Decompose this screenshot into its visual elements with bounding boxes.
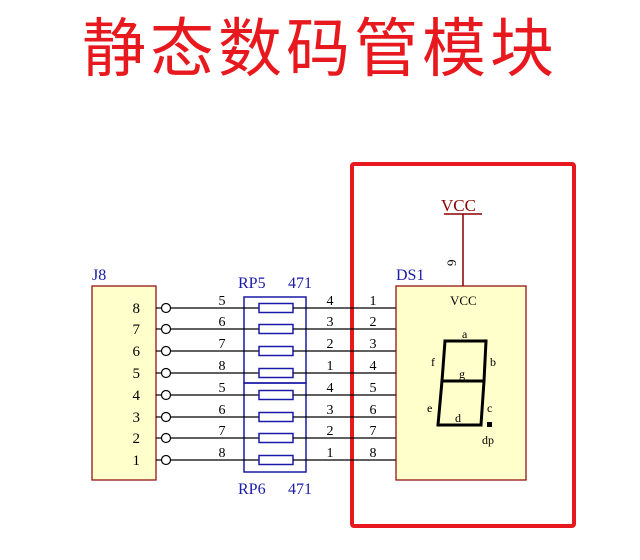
display-pin-number: 4: [370, 359, 377, 374]
connector-pin-circle: [160, 367, 172, 379]
vcc-pin-number: 9: [444, 260, 459, 267]
seg-label-a: a: [462, 327, 468, 341]
connector-pin-circle: [160, 411, 172, 423]
display-pin-number: 7: [370, 424, 377, 439]
display-pin-number: 6: [370, 403, 377, 418]
display-pin-number: 8: [370, 446, 377, 461]
resistor: [258, 454, 294, 466]
connector-pin-number: 7: [133, 322, 141, 338]
resistor-left-pin: 7: [219, 337, 226, 352]
seg-label-d: d: [455, 411, 461, 425]
display-pin-number: 2: [370, 315, 377, 330]
resistor-left-pin: 8: [219, 359, 226, 374]
rp5-value: 471: [288, 275, 312, 292]
resistor-right-pin: 2: [327, 337, 334, 352]
seg-label-f: f: [431, 355, 435, 369]
highlight-frame: [350, 162, 576, 528]
rp6-body: [243, 382, 307, 473]
segment-dp: [487, 422, 492, 427]
resistor-right-pin: 1: [327, 359, 334, 374]
ds1-ref: DS1: [396, 267, 424, 284]
resistor: [258, 302, 294, 314]
rp5-ref: RP5: [238, 275, 266, 292]
connector-pin-number: 5: [133, 366, 141, 382]
connector-pin-circle: [160, 389, 172, 401]
connector-j8-body: [91, 285, 157, 481]
display-pin-number: 1: [370, 294, 377, 309]
resistor-left-pin: 8: [219, 446, 226, 461]
vcc-label: VCC: [441, 196, 476, 215]
resistor: [258, 389, 294, 401]
resistor: [258, 411, 294, 423]
connector-pin-number: 1: [133, 453, 141, 469]
connector-pin-number: 8: [133, 301, 141, 317]
connector-j8-ref: J8: [92, 267, 106, 284]
segment-f: [440, 339, 447, 383]
seg-label-dp: dp: [482, 433, 494, 447]
segment-b: [482, 339, 488, 383]
seg-label-e: e: [427, 401, 432, 415]
resistor-right-pin: 2: [327, 424, 334, 439]
resistor-left-pin: 6: [219, 315, 226, 330]
resistor-left-pin: 5: [219, 294, 226, 309]
connector-pin-circle: [160, 323, 172, 335]
display-pin-number: 5: [370, 381, 377, 396]
connector-pin-number: 3: [133, 410, 141, 426]
seg-label-g: g: [459, 367, 465, 381]
resistor-right-pin: 1: [327, 446, 334, 461]
resistor-right-pin: 4: [327, 294, 334, 309]
segment-c: [479, 379, 486, 427]
rp6-value: 471: [288, 481, 312, 498]
ds1-inner-vcc: VCC: [450, 293, 477, 308]
resistor-right-pin: 3: [327, 403, 334, 418]
resistor-left-pin: 5: [219, 381, 226, 396]
resistor: [258, 323, 294, 335]
connector-pin-circle: [160, 302, 172, 314]
connector-pin-circle: [160, 454, 172, 466]
seg-label-b: b: [490, 355, 496, 369]
resistor-right-pin: 3: [327, 315, 334, 330]
ds1-body: [395, 285, 527, 481]
connector-pin-number: 6: [133, 344, 141, 360]
resistor: [258, 367, 294, 379]
connector-pin-number: 2: [133, 431, 141, 447]
resistor-left-pin: 6: [219, 403, 226, 418]
seven-segment-digit: [436, 339, 488, 427]
connector-pin-circle: [160, 345, 172, 357]
resistor: [258, 345, 294, 357]
segment-e: [436, 379, 444, 427]
resistor-left-pin: 7: [219, 424, 226, 439]
resistor-right-pin: 4: [327, 381, 334, 396]
connector-pin-number: 4: [133, 388, 141, 404]
connector-pin-circle: [160, 432, 172, 444]
page-title: 静态数码管模块: [82, 13, 558, 87]
display-pin-number: 3: [370, 337, 377, 352]
rp6-ref: RP6: [238, 481, 266, 498]
resistor: [258, 432, 294, 444]
seg-label-c: c: [487, 401, 492, 415]
